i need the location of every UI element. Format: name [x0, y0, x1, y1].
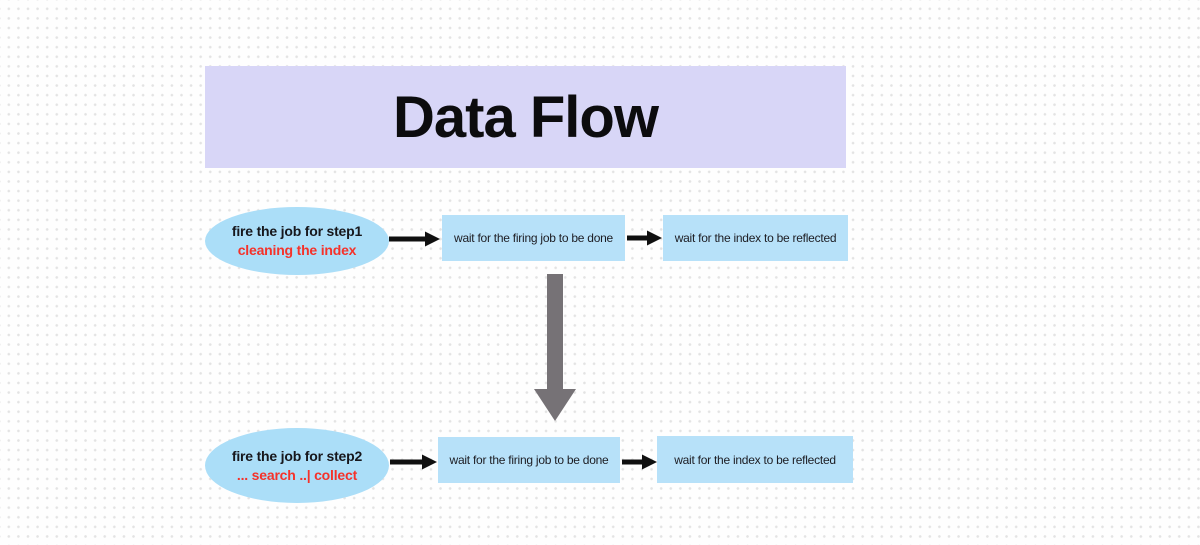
title-banner: Data Flow: [205, 66, 846, 168]
step2-node-sublabel: ... search ..| collect: [236, 466, 358, 483]
step1-node-label: fire the job for step1: [231, 223, 363, 239]
step2-wait-index-label: wait for the index to be reflected: [674, 452, 836, 467]
right-arrow-icon: [627, 230, 662, 246]
step2-wait-job-label: wait for the firing job to be done: [449, 453, 609, 467]
right-arrow-icon: [389, 231, 440, 247]
step2-node-label: fire the job for step2: [231, 447, 363, 464]
step1-node-sublabel: cleaning the index: [237, 242, 357, 258]
step1-wait-index-box: wait for the index to be reflected: [663, 215, 848, 261]
step2-wait-job-box: wait for the firing job to be done: [438, 437, 620, 483]
step1-start-node: fire the job for step1 cleaning the inde…: [205, 207, 389, 275]
page-title: Data Flow: [393, 84, 659, 150]
step1-wait-index-label: wait for the index to be reflected: [674, 231, 837, 245]
step2-start-node: fire the job for step2 ... search ..| co…: [205, 428, 389, 503]
right-arrow-icon: [390, 454, 437, 470]
step1-wait-job-box: wait for the firing job to be done: [442, 215, 625, 261]
step1-wait-job-label: wait for the firing job to be done: [454, 231, 613, 245]
down-arrow-icon: [534, 274, 576, 421]
step2-wait-index-box: wait for the index to be reflected: [657, 436, 853, 483]
right-arrow-icon: [622, 454, 657, 470]
